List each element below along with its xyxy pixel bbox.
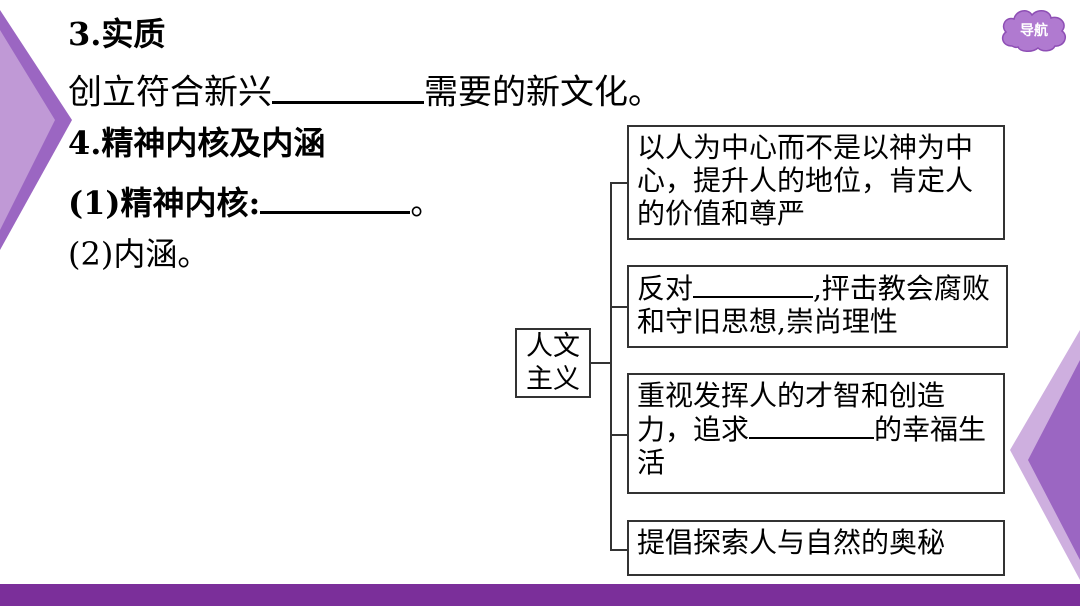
connector-node3 xyxy=(610,434,628,436)
diagram-node-1: 以人为中心而不是以神为中心，提升人的地位，肯定人的价值和尊严 xyxy=(627,125,1005,240)
nav-button[interactable]: 导航 xyxy=(998,6,1070,54)
diagram-node-4: 提倡探索人与自然的奥秘 xyxy=(627,520,1005,576)
connector-vertical xyxy=(610,182,612,550)
diagram-root: 人文 主义 xyxy=(515,328,591,398)
connotation-line: (2)内涵。 xyxy=(68,235,210,273)
connector-node2 xyxy=(610,306,628,308)
diagram-node-3: 重视发挥人的才智和创造力，追求的幸福生活 xyxy=(627,373,1005,494)
root-line-1: 人文 xyxy=(526,331,580,362)
core-prefix: (1)精神内核: xyxy=(68,183,261,222)
essence-text-before: 创立符合新兴 xyxy=(68,72,272,113)
node3-text-after: 的幸福生活 xyxy=(637,413,987,480)
node3-blank xyxy=(749,412,875,440)
node2-text-after: ,抨击教会腐败和守旧思想,崇尚理性 xyxy=(637,272,990,339)
connector-root-h xyxy=(591,362,611,364)
node2-text-before: 反对 xyxy=(637,272,694,306)
nav-label: 导航 xyxy=(1020,23,1048,39)
core-line: (1)精神内核: 。 xyxy=(68,182,442,219)
connector-node4 xyxy=(610,549,628,551)
cloud-badge-icon xyxy=(1001,10,1066,52)
core-blank xyxy=(260,182,411,214)
connector-node1 xyxy=(610,182,628,184)
core-suffix: 。 xyxy=(410,183,443,222)
diagram-node-2: 反对,抨击教会腐败和守旧思想,崇尚理性 xyxy=(627,265,1008,348)
heading-core: 4.精神内核及内涵 xyxy=(68,124,326,162)
node3-text-before: 重视发挥人的才智和创造力，追求 xyxy=(637,379,946,447)
node2-blank xyxy=(693,271,814,299)
right-decor-triangle xyxy=(1010,330,1080,580)
essence-text-after: 需要的新文化。 xyxy=(424,72,662,113)
bottom-bar xyxy=(0,584,1080,606)
left-decor-triangle xyxy=(0,10,72,250)
heading-essence: 3.实质 xyxy=(68,15,166,53)
essence-line: 创立符合新兴 需要的新文化。 xyxy=(68,70,662,110)
essence-blank xyxy=(272,70,424,104)
root-line-2: 主义 xyxy=(526,364,580,395)
